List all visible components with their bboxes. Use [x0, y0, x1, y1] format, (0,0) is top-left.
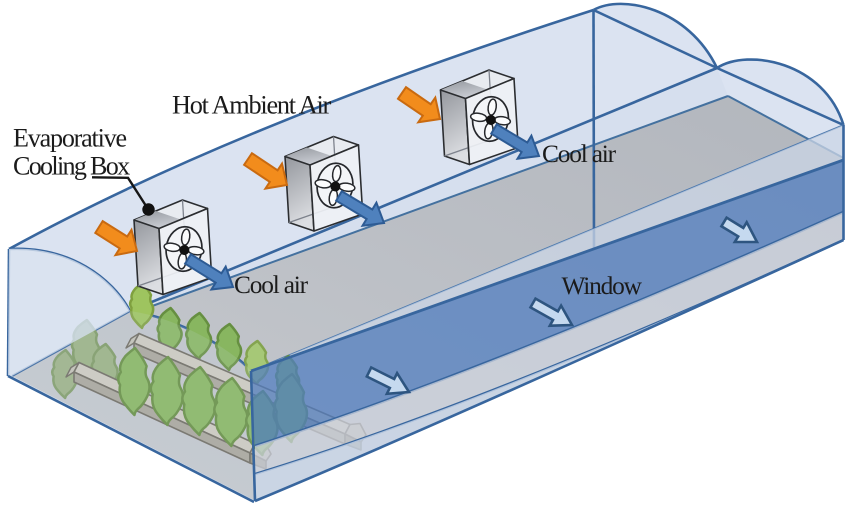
svg-text:Hot Ambient Air: Hot Ambient Air [172, 91, 332, 120]
svg-text:Cool air: Cool air [234, 271, 309, 299]
svg-text:Cooling Box: Cooling Box [13, 151, 130, 180]
svg-text:Window: Window [562, 272, 643, 300]
svg-text:Cool air: Cool air [542, 140, 617, 168]
svg-text:Evaporative: Evaporative [13, 123, 126, 152]
